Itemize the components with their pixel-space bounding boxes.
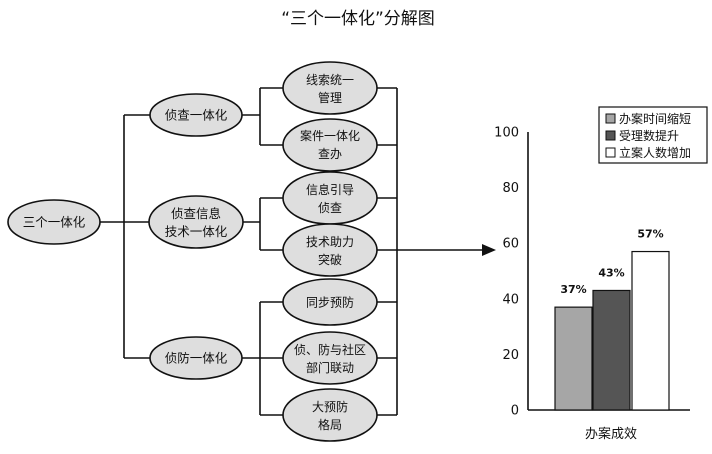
branch-node-3: 侦防一体化 (149, 336, 243, 380)
bar-value-label: 43% (598, 266, 624, 279)
y-tick-label: 80 (502, 181, 519, 196)
leaf-node: 信息引导 侦查 (282, 171, 378, 225)
leaf-node: 线索统一 管理 (282, 61, 378, 115)
leaf-label-line-2: 部门联动 (306, 360, 354, 375)
leaf-label-line-1: 信息引导 (306, 182, 354, 197)
bar-value-labels: 37% 43% 57% (560, 228, 663, 297)
x-category-label: 办案成效 (585, 427, 637, 442)
leaf-label-line-1: 侦、防与社区 (294, 342, 366, 357)
leaf-label-line-1: 同步预防 (306, 295, 354, 310)
leaf-node: 技术助力 突破 (282, 223, 378, 277)
leaf-label-line-2: 格局 (318, 417, 342, 432)
leaf-label-line-2: 侦查 (318, 201, 342, 215)
legend-swatch (605, 130, 616, 141)
bar-1 (554, 306, 593, 411)
leaf-node: 侦、防与社区 部门联动 (282, 331, 378, 385)
legend-label: 受理数提升 (619, 128, 679, 143)
leaf-node: 同步预防 (282, 278, 378, 326)
y-tick-label: 40 (502, 292, 519, 307)
leaf-label-line-1: 案件一体化 (300, 128, 360, 143)
diagram-title: “三个一体化”分解图 (281, 9, 435, 29)
root-node: 三个一体化 (7, 199, 101, 245)
bar-2 (592, 289, 631, 411)
y-tick-label: 100 (494, 126, 519, 141)
bar-3 (631, 250, 670, 411)
root-node-label: 三个一体化 (23, 215, 86, 230)
arrow-head-icon (482, 244, 496, 256)
tree-connectors (100, 87, 496, 416)
y-tick-label: 20 (502, 348, 519, 363)
leaf-label-line-1: 线索统一 (306, 73, 354, 87)
branch-node-label: 侦防一体化 (165, 351, 228, 366)
legend-label: 立案人数增加 (619, 145, 691, 160)
legend-box (598, 106, 708, 164)
branch-node-label: 侦查一体化 (165, 108, 228, 123)
legend-swatch (605, 113, 616, 124)
bars (554, 250, 670, 411)
legend-label: 办案时间缩短 (619, 111, 691, 126)
branch-node-1: 侦查一体化 (149, 93, 243, 137)
branch-node-2: 侦查信息 技术一体化 (148, 195, 244, 249)
leaf-label-line-2: 突破 (318, 252, 342, 267)
branch-node-label-line-1: 侦查信息 (171, 206, 221, 221)
y-tick-labels: 0 20 40 60 80 100 (494, 126, 519, 419)
results-bar-chart: 0 20 40 60 80 100 37% 43% 57% 办案成效 办案时间缩短受理数提升立… (494, 106, 708, 442)
y-tick-label: 60 (502, 237, 519, 252)
bar-value-label: 37% (560, 283, 586, 296)
leaf-node: 案件一体化 查办 (282, 118, 378, 172)
legend-swatch (605, 147, 616, 158)
leaf-node: 大预防 格局 (282, 388, 378, 442)
y-tick-label: 0 (511, 404, 519, 419)
leaf-label-line-1: 技术助力 (306, 235, 354, 249)
leaf-label-line-2: 管理 (318, 90, 342, 105)
branch-node-label-line-2: 技术一体化 (165, 224, 228, 239)
bar-value-label: 57% (637, 228, 663, 241)
leaf-label-line-1: 大预防 (312, 399, 348, 414)
leaf-label-line-2: 查办 (318, 146, 342, 161)
